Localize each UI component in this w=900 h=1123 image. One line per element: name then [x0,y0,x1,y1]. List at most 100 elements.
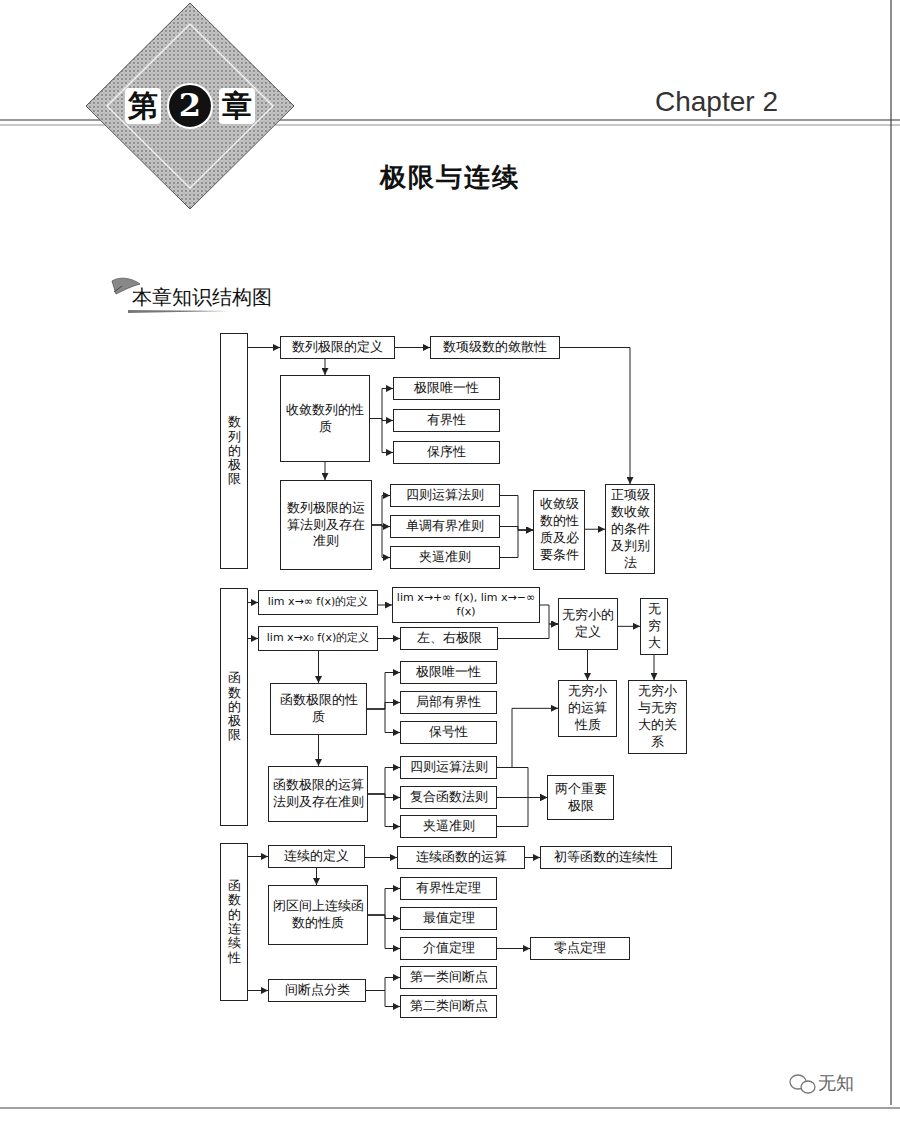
concept-box: 极限唯一性 [393,377,500,400]
connector-arrow [497,708,558,767]
connector-arrow [500,530,533,558]
node-text: 函数极限的性质 [274,692,363,726]
node-text: 零点定理 [554,940,606,957]
section-band: 函数的极限 [220,588,248,826]
node-text: 最值定理 [423,910,475,927]
node-text: 极限唯一性 [414,380,479,397]
node-text: 保序性 [427,444,466,461]
concept-box: 单调有界准则 [390,515,500,538]
concept-box: 两个重要极限 [547,775,614,820]
connector-arrow [378,638,400,639]
node-text: 章 [219,88,255,124]
concept-box: 夹逼准则 [390,546,500,569]
concept-box: 间断点分类 [268,979,366,1002]
node-text: 局部有界性 [416,694,481,711]
concept-box: 保序性 [393,441,500,464]
concept-box: 极限唯一性 [400,661,497,684]
connector-arrow [585,529,605,530]
concept-box: 收敛级数的性质及必要条件 [533,490,585,570]
connector-arrow [370,389,393,419]
concept-box: 数列极限的运算法则及存在准则 [280,480,372,570]
connector-arrow [372,496,390,526]
chapter-diamond: 第2章 [85,2,295,210]
section-band: 函数的连续性 [220,843,248,1001]
page-border [890,0,891,1105]
concept-box: 连续函数的运算 [397,846,525,869]
concept-box: 无穷大 [640,598,668,655]
title-text: 极限与连续 [380,162,520,192]
connector-arrow [248,638,258,639]
section-band: 数列的极限 [220,333,248,569]
node-text: 保号性 [429,724,468,741]
node-text: 介值定理 [423,940,475,957]
concept-box: 四则运算法则 [390,484,500,507]
concept-box: 收敛数列的性质 [280,375,370,462]
connector-arrow [368,794,400,798]
concept-box: 数列极限的定义 [280,336,395,359]
concept-box: 数项级数的敛散性 [430,336,560,359]
node-text: 2 [167,83,213,129]
node-text: lim x→+∞ f(x), lim x→−∞ f(x) [396,591,536,620]
node-text: 有界性定理 [416,880,481,897]
node-text: 数列极限的运算法则及存在准则 [284,500,368,551]
concept-box: 闭区间上连续函数的性质 [268,885,368,945]
node-text: 正项级数收敛的条件及判别法 [609,487,651,571]
connector-arrow [497,948,530,949]
connector-arrow [368,768,400,795]
connector-arrow [498,624,558,639]
node-text: 四则运算法则 [406,487,484,504]
node-text: 收敛数列的性质 [284,402,366,436]
connector-arrow [318,735,319,766]
feather-icon [114,286,122,292]
node-text: 第二类间断点 [410,998,488,1015]
concept-box: 连续的定义 [268,845,365,868]
watermark: 无知 [818,1071,854,1095]
node-text: 左、右极限 [417,630,482,647]
connector-arrow [368,915,400,949]
connector-arrow [368,794,400,827]
node-text: 四则运算法则 [410,759,488,776]
node-text: 连续的定义 [284,848,349,865]
connector-arrow [248,347,280,348]
connector-arrow [325,462,326,480]
concept-box: 无穷小的运算性质 [558,680,617,737]
connector-arrow [370,419,393,453]
label-text: Chapter 2 [655,86,778,117]
concept-box: 无穷小与无穷大的关系 [628,680,687,754]
node-text: 初等函数的连续性 [554,849,658,866]
connector-arrow [367,703,400,710]
connector-arrow [500,496,533,531]
connector-arrow [248,990,268,991]
node-text: 复合函数法则 [410,789,488,806]
node-text: 连续函数的运算 [416,849,507,866]
concept-box: 介值定理 [400,937,497,960]
concept-box: 函数极限的运算法则及存在准则 [268,766,368,822]
node-text: 夹逼准则 [419,549,471,566]
concept-box: lim x→∞ f(x)的定义 [258,590,378,615]
connector-arrow [540,605,558,624]
connector-arrow [587,650,588,680]
connector-arrow [500,527,533,531]
node-text: 函数的连续性 [228,879,241,965]
connector-arrow [366,991,400,1007]
connector-arrow [497,768,547,798]
node-text: 极限唯一性 [416,664,481,681]
node-text: 第一类间断点 [410,969,488,986]
footer-rule [0,1108,900,1109]
concept-box: 有界性定理 [400,877,497,900]
heading-underline [128,310,230,313]
node-text: 两个重要极限 [551,781,610,815]
concept-box: 夹逼准则 [400,815,497,838]
concept-box: 无穷小的定义 [558,598,618,650]
wechat-icon [790,1075,815,1093]
connector-arrow [525,857,540,858]
node-text: lim x→∞ f(x)的定义 [268,595,369,609]
concept-box: 第一类间断点 [400,966,497,989]
connector-arrow [654,655,655,680]
connector-arrow [367,709,400,733]
node-text: 收敛级数的性质及必要条件 [537,496,581,564]
concept-box: lim x→x₀ f(x)的定义 [258,626,378,651]
connector-arrow [318,651,319,683]
connector-arrow [365,857,397,858]
